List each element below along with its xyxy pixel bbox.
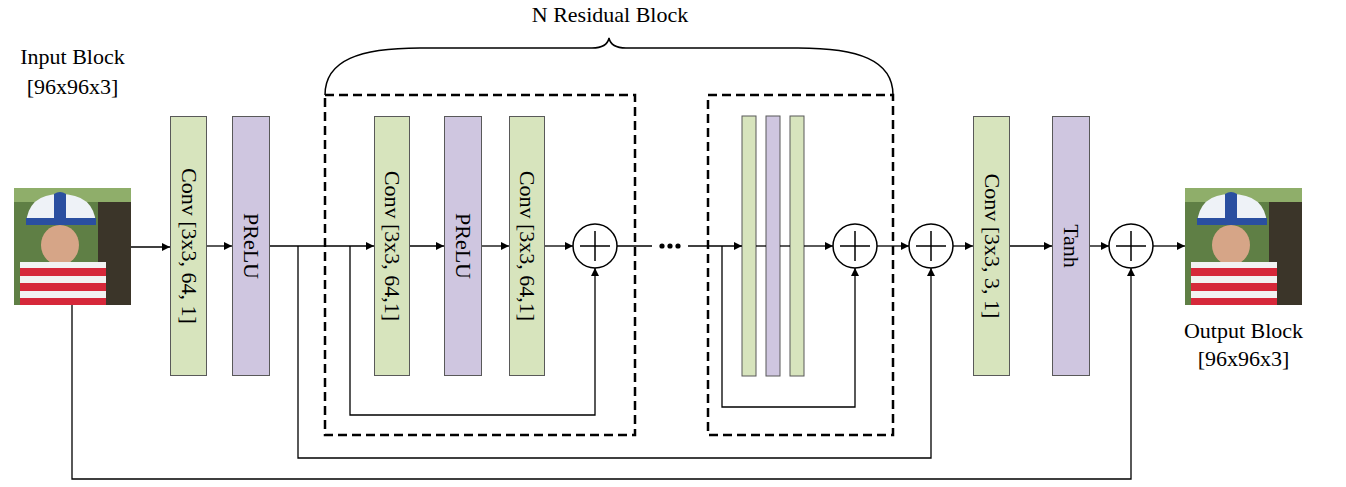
flow-arrow <box>207 245 232 246</box>
layer-label: Tanh <box>1060 224 1082 268</box>
flow-arrow <box>410 245 444 246</box>
sum-node <box>573 224 1153 268</box>
block-caption: Output Block <box>1145 318 1342 344</box>
block-caption: [96x96x3] <box>1145 346 1342 372</box>
activation-box: PReLU <box>444 116 482 376</box>
block-caption: [96x96x3] <box>0 74 171 100</box>
output-image <box>1185 188 1302 305</box>
flow-arrow <box>1010 245 1052 246</box>
conv-layer-box: Conv [3x3, 64, 1] <box>170 116 207 376</box>
layer-label: Conv [3x3, 64,1] <box>381 171 403 321</box>
residual-block-frame <box>325 95 635 435</box>
layer-label: Conv [3x3, 64, 1] <box>178 168 200 324</box>
image-block: Output Block[96x96x3] <box>1185 188 1302 305</box>
residual-block-frame <box>708 95 893 435</box>
layer-label: PReLU <box>240 213 262 279</box>
activation-box: PReLU <box>232 116 270 376</box>
image-block: Input Block[96x96x3] <box>14 188 131 305</box>
conv-layer-box: Conv [3x3, 64,1] <box>509 116 545 376</box>
group-brace <box>325 38 893 95</box>
flow-arrow <box>270 245 374 246</box>
input-image <box>14 188 131 305</box>
flow-arrow <box>131 246 170 247</box>
conv-bar <box>790 116 804 376</box>
activation-box: Tanh <box>1052 116 1090 376</box>
group-label: N Residual Block <box>410 2 810 28</box>
conv-layer-box: Conv [3x3, 64,1] <box>374 116 410 376</box>
block-caption: Input Block <box>0 44 171 70</box>
conv-bar <box>742 116 756 376</box>
prelu-bar <box>766 116 780 376</box>
flow-arrow <box>482 245 509 246</box>
layer-label: Conv [3x3, 64,1] <box>516 171 538 321</box>
ellipsis-dots <box>659 243 680 248</box>
layer-label: PReLU <box>452 213 474 279</box>
layer-label: Conv [3x3, 3, 1] <box>981 174 1003 319</box>
conv-layer-box: Conv [3x3, 3, 1] <box>973 116 1010 376</box>
